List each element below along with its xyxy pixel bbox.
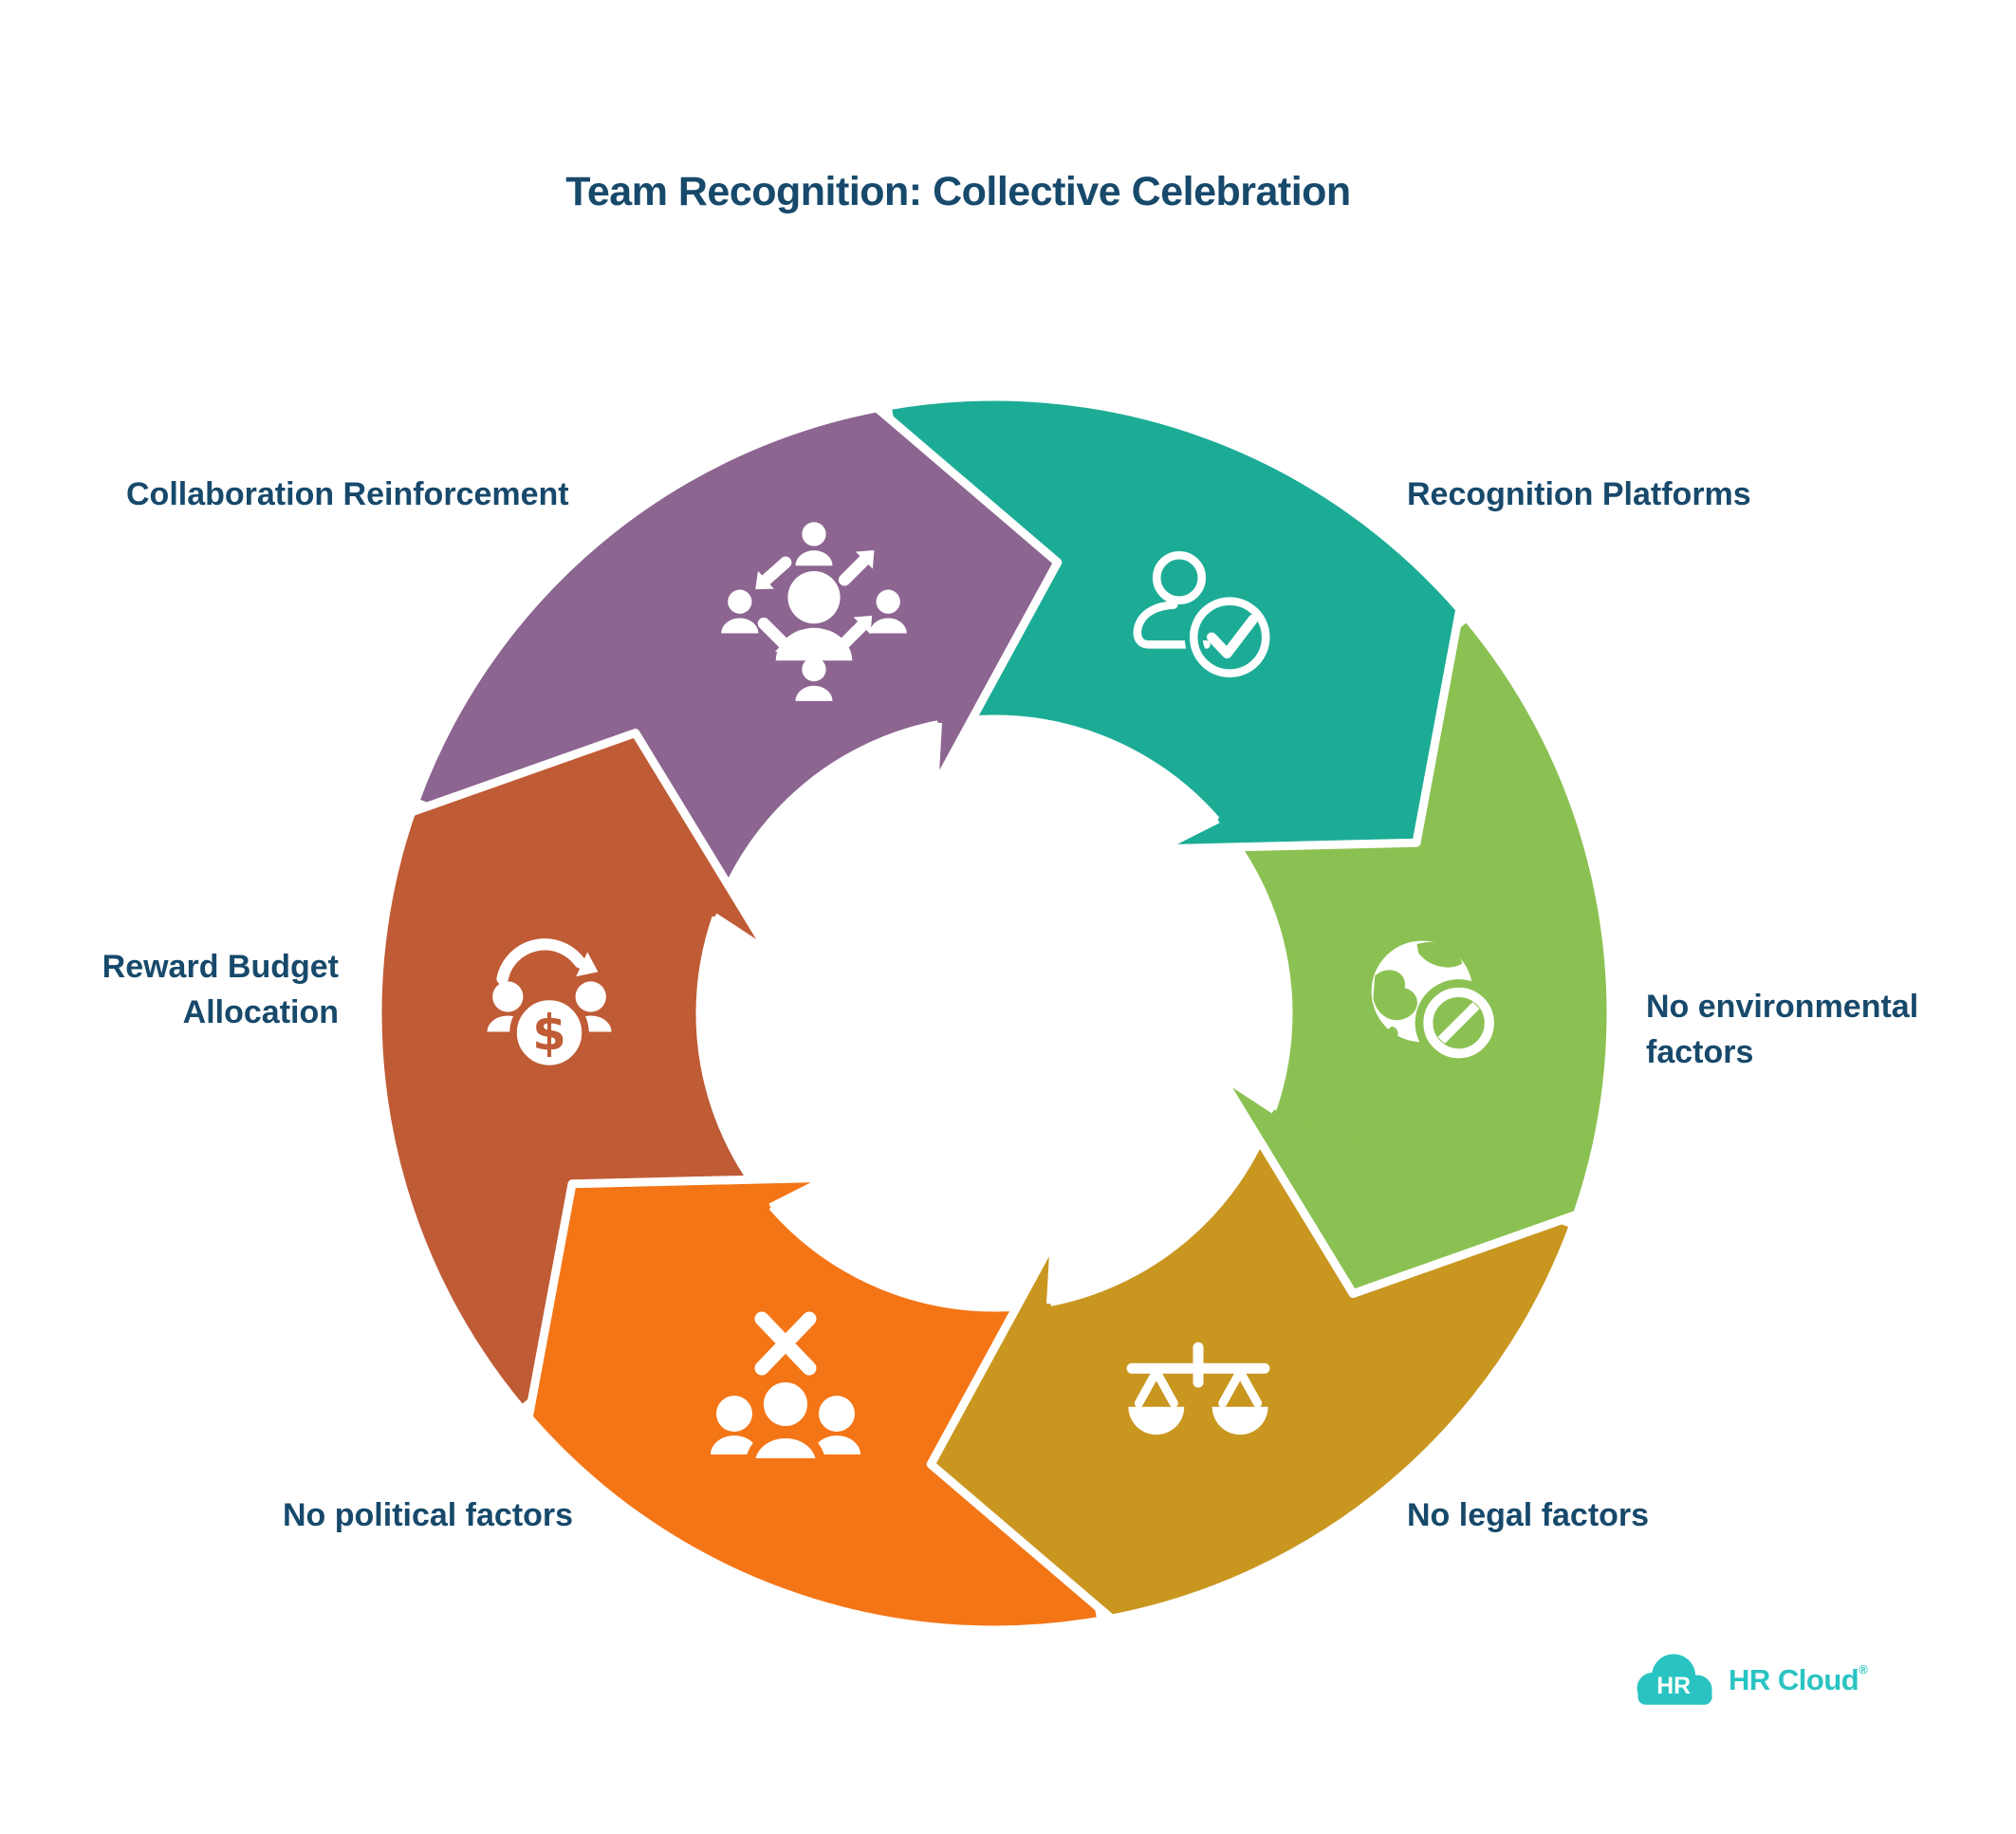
page-title: Team Recognition: Collective Celebration	[565, 169, 1351, 214]
label-no-legal-factors: No legal factors	[1407, 1497, 1650, 1533]
label-recognition-platforms: Recognition Platforms	[1407, 476, 1751, 512]
brand-name: HR Cloud	[1729, 1663, 1859, 1696]
label-no-environmental-factors: No environmental factors	[1646, 989, 1919, 1070]
person-check-icon	[1133, 550, 1275, 683]
svg-text:$: $	[532, 1006, 566, 1063]
segment-arrowhead-recognition-platforms	[1154, 528, 1479, 854]
segment-arrowhead-reward-budget-allocation	[334, 729, 774, 958]
label-reward-budget-allocation: Reward Budget Allocation	[102, 949, 339, 1030]
group-x-icon	[711, 1311, 860, 1468]
people-network-icon	[721, 522, 907, 701]
segment-arrowhead-no-environmental-factors	[1214, 1068, 1655, 1298]
segment-arrowhead-collaboration-reinforcement	[814, 353, 1063, 793]
hr-cloud-brand-text: HR Cloud®	[1729, 1662, 1868, 1697]
segment-arrowhead-no-legal-factors	[926, 1233, 1174, 1674]
hr-cloud-logo: HR HR Cloud®	[1632, 1651, 1868, 1710]
trademark-symbol: ®	[1859, 1662, 1868, 1677]
hr-badge-text: HR	[1656, 1674, 1691, 1699]
scales-of-justice-icon	[1126, 1342, 1270, 1436]
hr-cloud-badge-icon: HR	[1637, 1654, 1712, 1705]
segment-arrowhead-no-political-factors	[509, 1173, 835, 1498]
label-no-political-factors: No political factors	[283, 1497, 574, 1533]
globe-prohibited-icon	[1371, 940, 1503, 1067]
label-collaboration-reinforcement: Collaboration Reinforcement	[126, 476, 569, 512]
people-money-exchange-icon: $	[487, 938, 612, 1073]
segment-band-recognition-platforms	[881, 392, 1473, 831]
